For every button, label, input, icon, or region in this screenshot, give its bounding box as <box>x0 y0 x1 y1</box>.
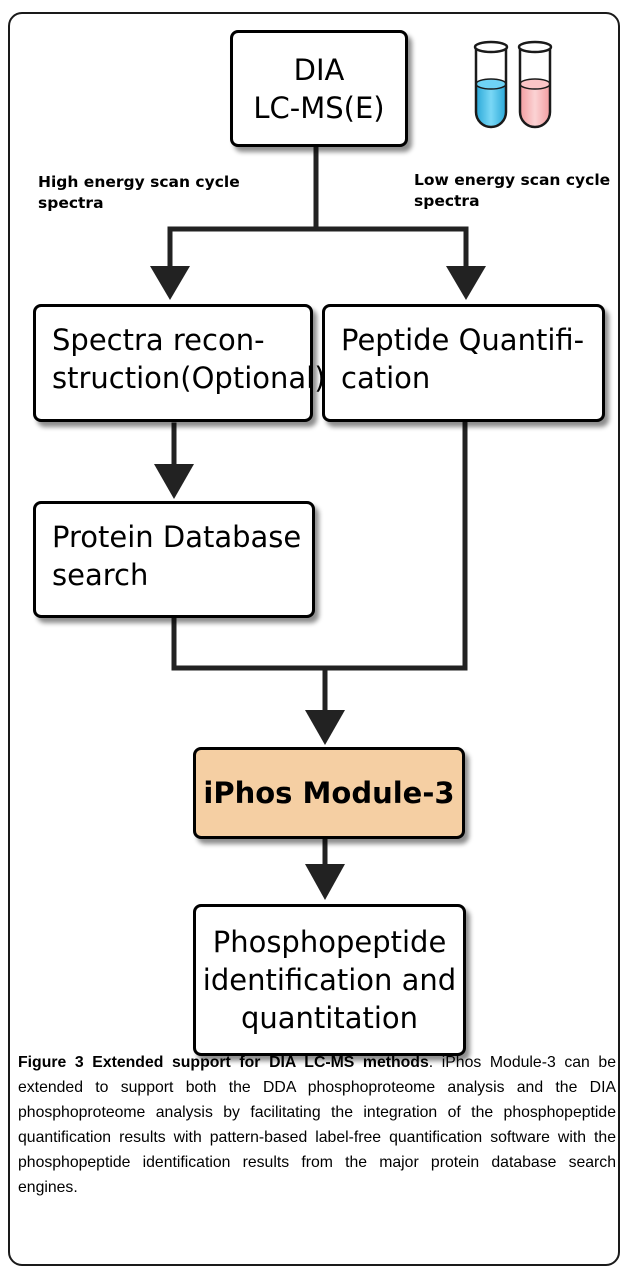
label-high-energy: High energy scan cycle spectra <box>38 173 240 212</box>
node-dia-lcms: DIA LC-MS(E) <box>230 30 408 147</box>
test-tube-blue-icon <box>473 40 509 129</box>
figure-frame <box>8 12 620 1266</box>
node-peptide-quantification-label: Peptide Quantifi- cation <box>341 323 585 395</box>
node-peptide-quantification: Peptide Quantifi- cation <box>322 304 605 422</box>
caption-text: . iPhos Module-3 can be extended to supp… <box>18 1054 616 1196</box>
node-spectra-reconstruction: Spectra recon- struction(Optional) <box>33 304 326 422</box>
node-dia-lcms-label: DIA LC-MS(E) <box>253 52 385 125</box>
arrowhead-to-db <box>154 464 194 499</box>
caption-label: Figure 3 Extended support for DIA LC-MS … <box>18 1054 429 1071</box>
node-iphos-module-3-label: iPhos Module-3 <box>203 776 455 810</box>
test-tube-pink-icon <box>517 40 553 129</box>
arrowhead-to-module <box>305 710 345 745</box>
arrowhead-left <box>150 266 190 300</box>
label-low-energy: Low energy scan cycle spectra <box>414 171 611 210</box>
node-phosphopeptide: Phosphopeptide identification and quanti… <box>193 904 466 1056</box>
node-iphos-module-3: iPhos Module-3 <box>193 747 465 839</box>
node-spectra-reconstruction-label: Spectra recon- struction(Optional) <box>52 323 326 395</box>
arrowhead-right <box>446 266 486 300</box>
figure-caption: Figure 3 Extended support for DIA LC-MS … <box>18 1050 616 1200</box>
node-phosphopeptide-label: Phosphopeptide identification and quanti… <box>202 925 457 1035</box>
node-protein-database-search: Protein Database search <box>33 501 315 618</box>
node-protein-database-search-label: Protein Database search <box>52 520 302 592</box>
arrowhead-to-phospho <box>305 864 345 900</box>
